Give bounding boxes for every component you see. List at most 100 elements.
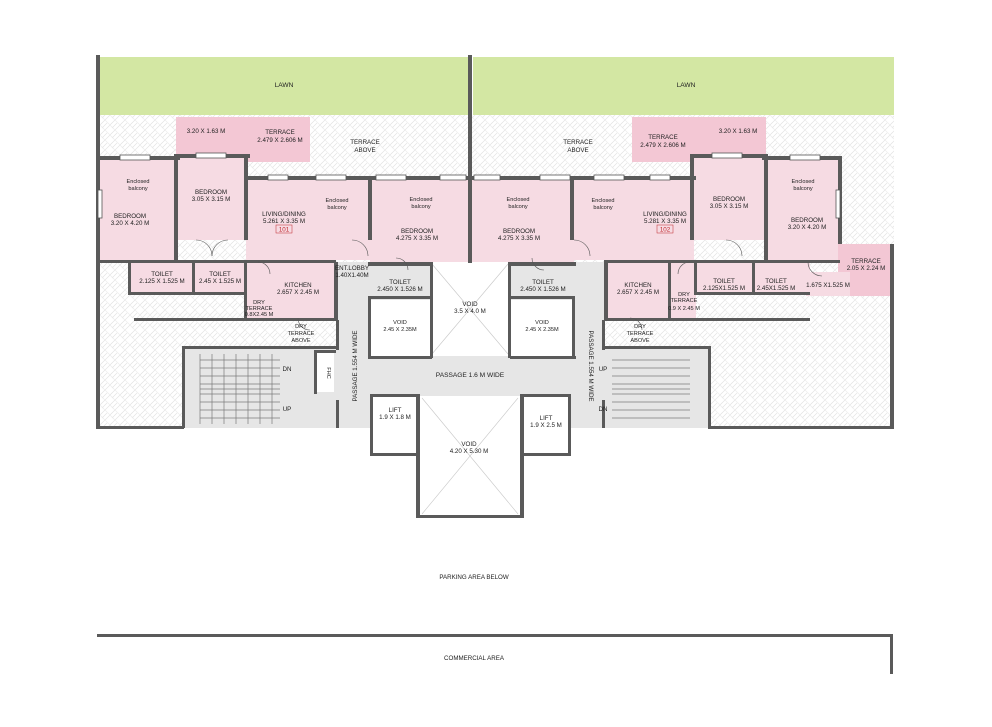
bedroom-102-a-dim: 3.20 X 4.20 M [788, 224, 827, 231]
unit-102-box [656, 224, 674, 234]
dry-above-101-a: DRY [295, 324, 307, 330]
void-right-title: VOID [535, 320, 549, 326]
living-102-dim: 5.281 X 3.35 M [644, 218, 686, 225]
lawn-right [473, 57, 894, 115]
bedroom-102-c [470, 180, 574, 270]
bedroom-102-b-dim: 3.05 X 3.15 M [710, 203, 749, 210]
lawn-left-label: LAWN [275, 82, 294, 89]
dry-terrace-102 [670, 262, 696, 318]
terrace-101-title: TERRACE [265, 129, 295, 136]
balcony-102-c-2: balcony [793, 186, 812, 192]
commercial-label: COMMERCIAL AREA [444, 655, 505, 662]
kitchen-101-dim: 2.657 X 2.45 M [277, 289, 319, 296]
dry-above-101-c: ABOVE [291, 338, 311, 344]
dry-101-title: DRY [253, 300, 265, 306]
toilet-102-c-title: TOILET [532, 279, 554, 286]
stair-left [184, 348, 338, 428]
balcony-102-b-1: Enclosed [591, 198, 614, 204]
terrace-above-102-a: TERRACE [563, 139, 593, 146]
toilet-101-a-dim: 2.125 X 1.525 M [139, 278, 184, 285]
bedroom-101-a [100, 160, 178, 262]
dry-101-dim: 0.8X2.45 M [245, 312, 274, 318]
lift-right [524, 396, 568, 454]
lift-right-title: LIFT [540, 415, 553, 422]
toilet-102-c-dim: 2.450 X 1.526 M [520, 286, 565, 293]
void-right-dim: 2.45 X 2.35M [525, 327, 559, 333]
fhc-label: FHC [325, 367, 331, 379]
toilet-102-a-dim: 2.45X1.525 M [757, 285, 796, 292]
terrace-102-side-dim: 2.05 X 2.24 M [847, 265, 886, 272]
kitchen-102-dim: 2.657 X 2.45 M [617, 289, 659, 296]
balcony-102-b-2: balcony [593, 205, 612, 211]
balcony-101-mid [300, 180, 372, 228]
bedroom-101-a-title: BEDROOM [114, 213, 146, 220]
stair-treads-right [612, 359, 690, 419]
kitchen-102-title: KITCHEN [624, 282, 651, 289]
bedroom-102-a [766, 160, 838, 262]
balcony-102-a-2: balcony [508, 204, 527, 210]
ent-lobby-101-dim: 1.40X1.40M [335, 272, 368, 279]
toilet-101-c-dim: 2.450 X 1.526 M [377, 286, 422, 293]
passage-label: PASSAGE 1.6 M WIDE [436, 372, 505, 379]
toilet-101-b-title: TOILET [209, 271, 231, 278]
dry-102-dim: 0.9 X 2.45 M [668, 306, 700, 312]
living-102 [572, 180, 694, 260]
bedroom-101-b-title: BEDROOM [195, 189, 227, 196]
living-101-title: LIVING/DINING [262, 211, 306, 218]
lawn-right-label: LAWN [677, 82, 696, 89]
terrace-102-dim: 2.479 X 2.606 M [640, 142, 685, 149]
lawn-left [100, 57, 469, 115]
lift-left-title: LIFT [389, 407, 402, 414]
void-left-title: VOID [393, 320, 407, 326]
terrace-102-small-dim: 3.20 X 1.63 M [719, 128, 758, 135]
terrace-101-small-dim: 3.20 X 1.63 M [187, 128, 226, 135]
dry-102-title: DRY [678, 292, 690, 298]
unit-102-number: 102 [660, 227, 671, 234]
void-right [510, 300, 574, 356]
terrace-above-101-b: ABOVE [354, 147, 375, 154]
balcony-101-left-a: Enclosed [126, 179, 149, 185]
dry-above-101-b: TERRACE [288, 331, 315, 337]
dry-above-102-a: DRY [634, 324, 646, 330]
balcony-101-right-b: balcony [411, 204, 430, 210]
balcony-101-mid-a: Enclosed [325, 198, 348, 204]
toilet-101-a [130, 262, 194, 292]
kitchen-101 [270, 262, 336, 318]
lift-left-dim: 1.9 X 1.8 M [379, 414, 411, 421]
toilet-101-b-dim: 2.45 X 1.525 M [199, 278, 241, 285]
kitchen-102 [606, 262, 670, 318]
living-101-dim: 5.261 X 3.35 M [263, 218, 305, 225]
toilet-102-b-dim: 2.125X1.525 M [703, 285, 745, 292]
stair-left-up: UP [283, 406, 292, 413]
dry-101-sub: TERRACE [246, 306, 273, 312]
stair-right-up: UP [599, 366, 608, 373]
bedroom-102-c-dim: 4.275 X 3.35 M [498, 235, 540, 242]
windows [97, 152, 841, 219]
terrace-101-dim: 2.479 X 2.606 M [257, 137, 302, 144]
stair-right-dn: DN [599, 406, 608, 413]
toilet-102-extra [806, 272, 850, 296]
fhc [316, 352, 334, 392]
dry-above-102-c: ABOVE [630, 338, 650, 344]
void-left [370, 300, 432, 356]
unit-101-box [275, 224, 293, 234]
living-102-title: LIVING/DINING [643, 211, 687, 218]
bedroom-101-a-dim: 3.20 X 4.20 M [111, 220, 150, 227]
bedroom-102-c-title: BEDROOM [503, 228, 535, 235]
dry-above-102-b: TERRACE [627, 331, 654, 337]
parking-label: PARKING AREA BELOW [439, 574, 509, 581]
lift-left [372, 396, 418, 454]
toilet-101-b [194, 262, 246, 292]
void-bottom-title: VOID [461, 441, 477, 448]
balcony-101-mid-b: balcony [327, 205, 346, 211]
terrace-above-102-b: ABOVE [567, 147, 588, 154]
void-left-dim: 2.45 X 2.35M [383, 327, 417, 333]
dry-terrace-101 [246, 262, 272, 318]
toilet-102-b-title: TOILET [713, 278, 735, 285]
bedroom-101-c-title: BEDROOM [401, 228, 433, 235]
toilet-101-a-title: TOILET [151, 271, 173, 278]
dry-102-sub: TERRACE [671, 298, 698, 304]
lift-right-dim: 1.9 X 2.5 M [530, 422, 562, 429]
door-swings [195, 239, 823, 331]
terrace-102-side-title: TERRACE [851, 258, 881, 265]
